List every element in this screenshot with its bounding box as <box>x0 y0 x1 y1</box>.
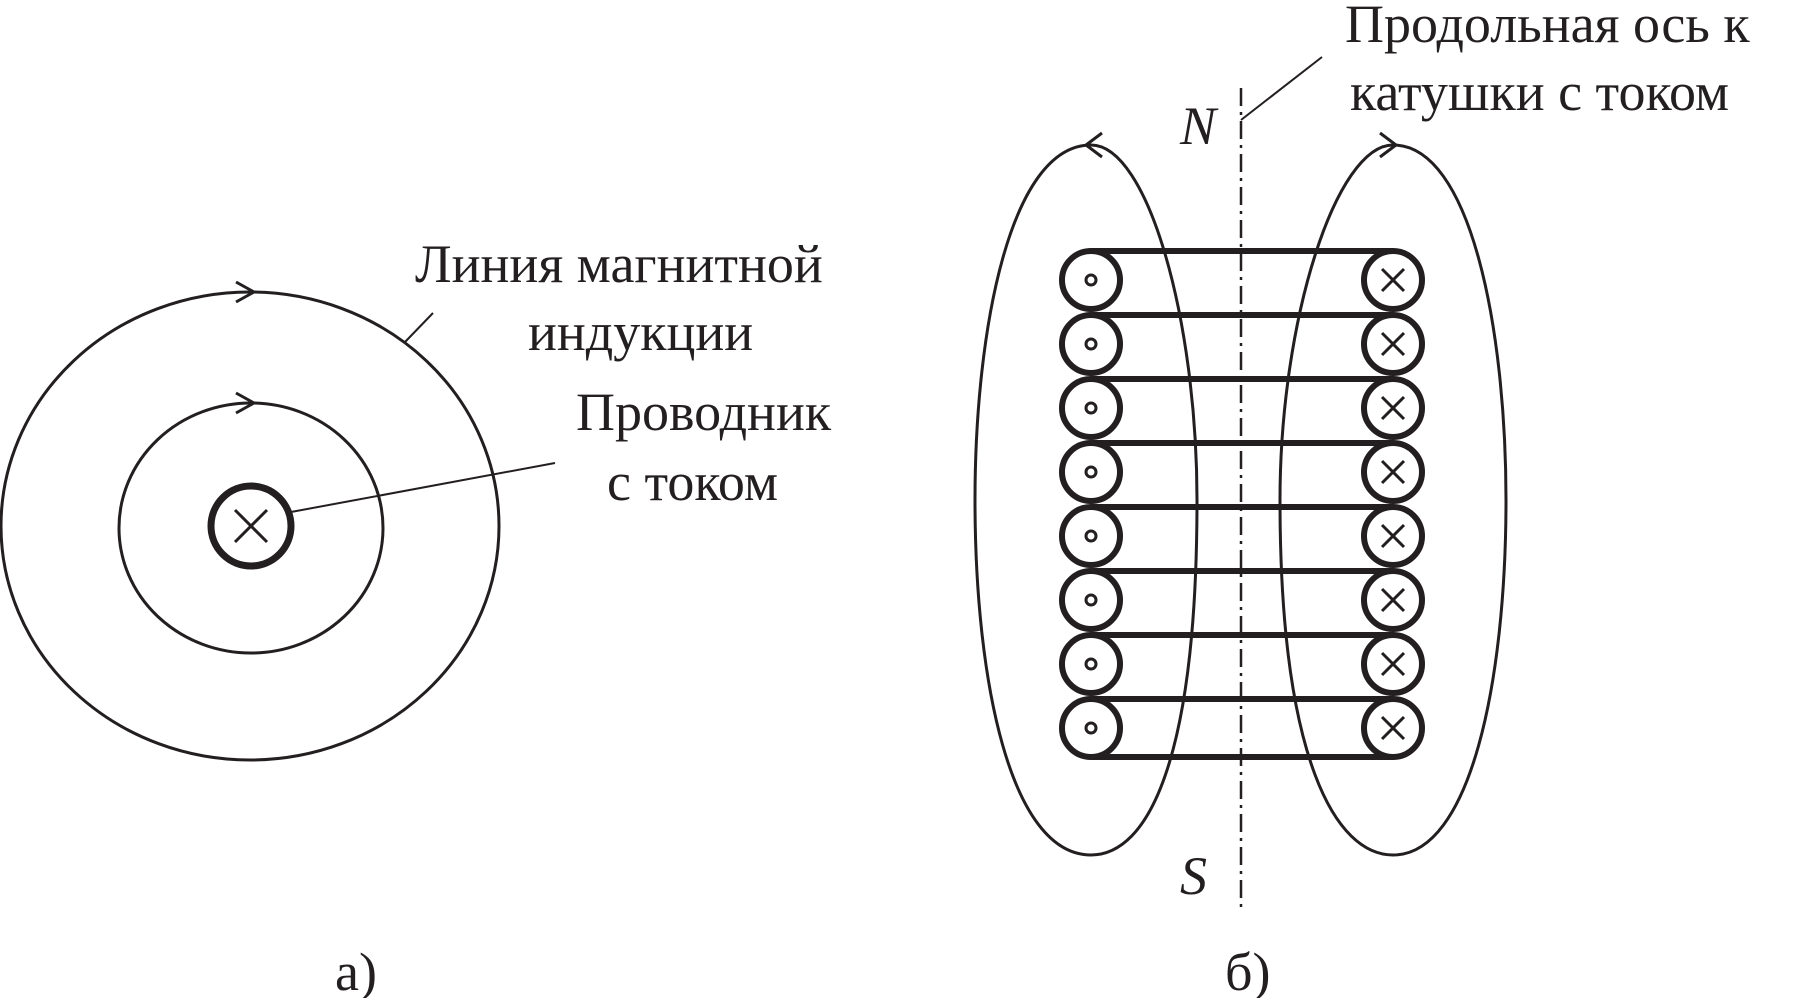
conductor-into-page-icon <box>207 482 295 570</box>
inner-field-direction-arrow <box>235 391 258 415</box>
dot-mark-icon <box>1084 465 1098 479</box>
caption-a: а) <box>335 942 377 998</box>
cross-mark-icon <box>1380 331 1406 357</box>
cross-mark-icon <box>1380 587 1406 613</box>
dot-mark-icon <box>1084 337 1098 351</box>
axis-label: Продольная ось к катушки с током <box>1345 0 1763 122</box>
pole-south-label: S <box>1180 846 1207 906</box>
right-field-line <box>1278 143 1508 857</box>
cross-mark-icon <box>1380 651 1406 677</box>
field-line-label-line1: Линия магнитной <box>415 234 823 294</box>
conductor-label: Проводник с током <box>576 382 845 512</box>
outer-field-direction-arrow <box>235 280 258 304</box>
conductor-label-line1: Проводник <box>576 382 832 442</box>
conductor-label-line2: с током <box>607 452 778 512</box>
outer-field-line <box>0 290 501 762</box>
field-line-label-line2: индукции <box>528 302 753 362</box>
field-line-leader <box>404 312 434 343</box>
dot-mark-icon <box>1084 657 1098 671</box>
axis-label-leader <box>1240 56 1323 121</box>
left-field-arrow <box>1083 131 1103 159</box>
dot-mark-icon <box>1084 529 1098 543</box>
dot-mark-icon <box>1084 593 1098 607</box>
part-a-straight-conductor: Линия магнитной индукции Проводник с ток… <box>0 234 845 998</box>
conductor-leader <box>290 462 556 513</box>
axis-label-line1: Продольная ось к <box>1345 0 1750 54</box>
cross-mark-icon <box>1380 523 1406 549</box>
left-field-line <box>973 143 1199 857</box>
dot-mark-icon <box>1084 401 1098 415</box>
wire-out-of-page-icon <box>1059 440 1123 504</box>
caption-b: б) <box>1225 942 1270 998</box>
field-line-label: Линия магнитной индукции <box>415 234 836 362</box>
wire-out-of-page-icon <box>1059 504 1123 568</box>
dot-mark-icon <box>1084 273 1098 287</box>
cross-mark-icon <box>1380 459 1406 485</box>
right-field-arrow <box>1379 131 1399 159</box>
cross-mark-icon <box>1380 715 1406 741</box>
dot-mark-icon <box>1084 721 1098 735</box>
wire-out-of-page-icon <box>1059 312 1123 376</box>
cross-mark-icon <box>1380 267 1406 293</box>
wire-out-of-page-icon <box>1059 696 1123 760</box>
wire-out-of-page-icon <box>1059 568 1123 632</box>
pole-north-label: N <box>1179 96 1219 156</box>
solenoid-coil <box>1059 248 1425 760</box>
cross-mark-icon <box>1380 395 1406 421</box>
wire-out-of-page-icon <box>1059 376 1123 440</box>
part-b-solenoid: Продольная ось к катушки с током N S б) <box>973 0 1763 998</box>
wire-out-of-page-icon <box>1059 632 1123 696</box>
wire-out-of-page-icon <box>1059 248 1123 312</box>
axis-label-line2: катушки с током <box>1350 62 1729 122</box>
